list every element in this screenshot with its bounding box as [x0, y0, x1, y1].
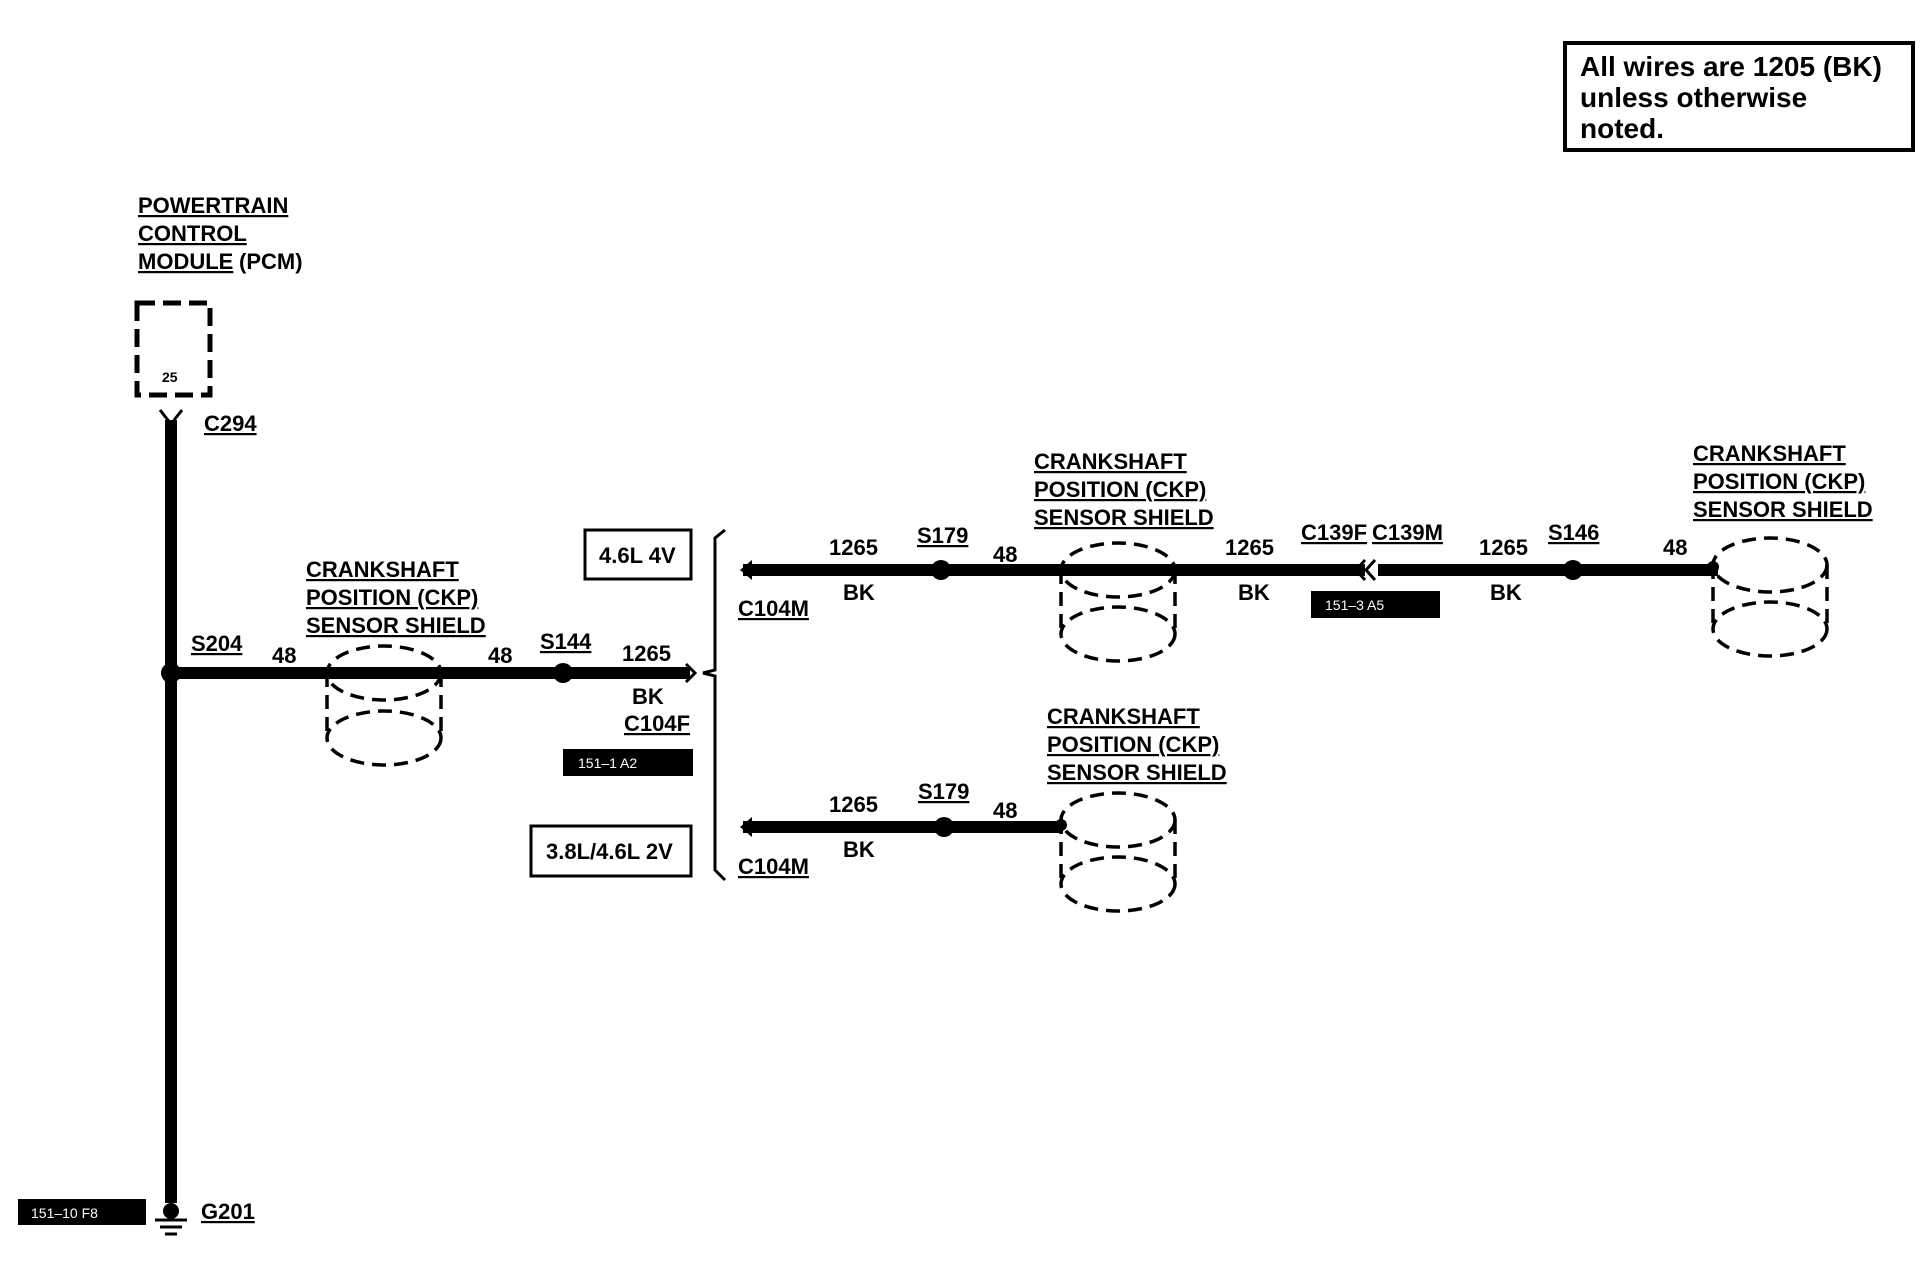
- variant-4-6l-4v-label: 4.6L 4V: [599, 543, 676, 568]
- arrow-c104m-bottom: [740, 817, 752, 837]
- pcm-label: POWERTRAIN CONTROL MODULE (PCM): [138, 193, 303, 274]
- wire-1265-label: 1265: [829, 792, 878, 817]
- connector-c139f-label: C139F: [1301, 520, 1367, 545]
- pcm-module: 25: [134, 300, 213, 398]
- shield-mid-top-line-2: POSITION (CKP): [1034, 477, 1206, 502]
- shield-mid-top: CRANKSHAFT POSITION (CKP) SENSOR SHIELD: [1034, 449, 1214, 663]
- shield-left-line-1: CRANKSHAFT: [306, 557, 459, 582]
- pcm-pin-number: 25: [162, 369, 178, 385]
- wire-48-label: 48: [272, 643, 296, 668]
- splice-s144: [553, 663, 573, 683]
- ref-151-3: 151–3 A5: [1311, 591, 1440, 618]
- shield-mid-bottom: CRANKSHAFT POSITION (CKP) SENSOR SHIELD: [1047, 704, 1227, 913]
- wire-1265-label: 1265: [829, 535, 878, 560]
- wire-color-bk: BK: [843, 580, 875, 605]
- ref-151-3-label: 151–3 A5: [1325, 597, 1384, 613]
- wire-color-bk: BK: [843, 837, 875, 862]
- wire-1265-label: 1265: [1225, 535, 1274, 560]
- wire-color-bk: BK: [1238, 580, 1270, 605]
- splice-s146-label: S146: [1548, 520, 1599, 545]
- shield-mid-top-line-1: CRANKSHAFT: [1034, 449, 1187, 474]
- shield-left-line-3: SENSOR SHIELD: [306, 613, 486, 638]
- connector-c139: C139F C139M: [1301, 520, 1443, 582]
- connector-c104f: C104F: [624, 662, 698, 736]
- shield-left-line-2: POSITION (CKP): [306, 585, 478, 610]
- arrow-c104m-top: [740, 560, 752, 580]
- variant-bracket: [702, 528, 727, 882]
- splice-s146: [1563, 560, 1583, 580]
- splice-s179-bottom-label: S179: [918, 779, 969, 804]
- connector-c104m-bottom-label: C104M: [738, 854, 809, 879]
- wire-48-label: 48: [993, 798, 1017, 823]
- pcm-label-line-2: CONTROL: [138, 221, 247, 246]
- shield-mid-bottom-line-3: SENSOR SHIELD: [1047, 760, 1227, 785]
- ref-151-10-label: 151–10 F8: [31, 1205, 98, 1221]
- wire-1265-label: 1265: [622, 641, 671, 666]
- ground-g201: G201: [155, 1199, 255, 1236]
- shield-right-line-2: POSITION (CKP): [1693, 469, 1865, 494]
- shield-mid-bottom-line-1: CRANKSHAFT: [1047, 704, 1200, 729]
- pcm-label-abbrev: (PCM): [239, 249, 303, 274]
- note-line-2: unless otherwise: [1580, 82, 1807, 113]
- splice-s179-bottom: [934, 817, 954, 837]
- variant-4-6l-4v: 4.6L 4V: [583, 528, 693, 581]
- wire-1265-label: 1265: [1479, 535, 1528, 560]
- connector-c139m-label: C139M: [1372, 520, 1443, 545]
- note-line-1: All wires are 1205 (BK): [1580, 51, 1882, 82]
- ref-151-10: 151–10 F8: [18, 1199, 146, 1225]
- splice-s179-top-label: S179: [917, 523, 968, 548]
- ref-151-1-label: 151–1 A2: [578, 755, 637, 771]
- shield-right: CRANKSHAFT POSITION (CKP) SENSOR SHIELD: [1693, 441, 1873, 658]
- pcm-label-line-1: POWERTRAIN: [138, 193, 288, 218]
- shield-right-line-3: SENSOR SHIELD: [1693, 497, 1873, 522]
- shield-mid-bottom-line-2: POSITION (CKP): [1047, 732, 1219, 757]
- splice-s204-label: S204: [191, 631, 243, 656]
- wire-color-bk: BK: [632, 684, 664, 709]
- ground-label: G201: [201, 1199, 255, 1224]
- splice-s179-top: [931, 560, 951, 580]
- shield-right-line-1: CRANKSHAFT: [1693, 441, 1846, 466]
- connector-c294-label: C294: [204, 411, 257, 436]
- pcm-label-line-3: MODULE: [138, 249, 233, 274]
- wire-48-label: 48: [1663, 535, 1687, 560]
- splice-s204: [161, 663, 181, 683]
- shield-mid-top-line-3: SENSOR SHIELD: [1034, 505, 1214, 530]
- connector-c104f-label: C104F: [624, 711, 690, 736]
- ref-151-1: 151–1 A2: [563, 749, 693, 776]
- wire-color-note: All wires are 1205 (BK) unless otherwise…: [1563, 41, 1915, 152]
- wire-48-label: 48: [488, 643, 512, 668]
- wire-color-bk: BK: [1490, 580, 1522, 605]
- variant-3-8l-4-6l-2v-label: 3.8L/4.6L 2V: [546, 839, 673, 864]
- note-line-3: noted.: [1580, 113, 1664, 144]
- splice-s144-label: S144: [540, 629, 592, 654]
- shield-left: CRANKSHAFT POSITION (CKP) SENSOR SHIELD: [306, 557, 486, 767]
- variant-3-8l-4-6l-2v: 3.8L/4.6L 2V: [529, 824, 693, 878]
- wire-48-label: 48: [993, 542, 1017, 567]
- connector-c104m-top-label: C104M: [738, 596, 809, 621]
